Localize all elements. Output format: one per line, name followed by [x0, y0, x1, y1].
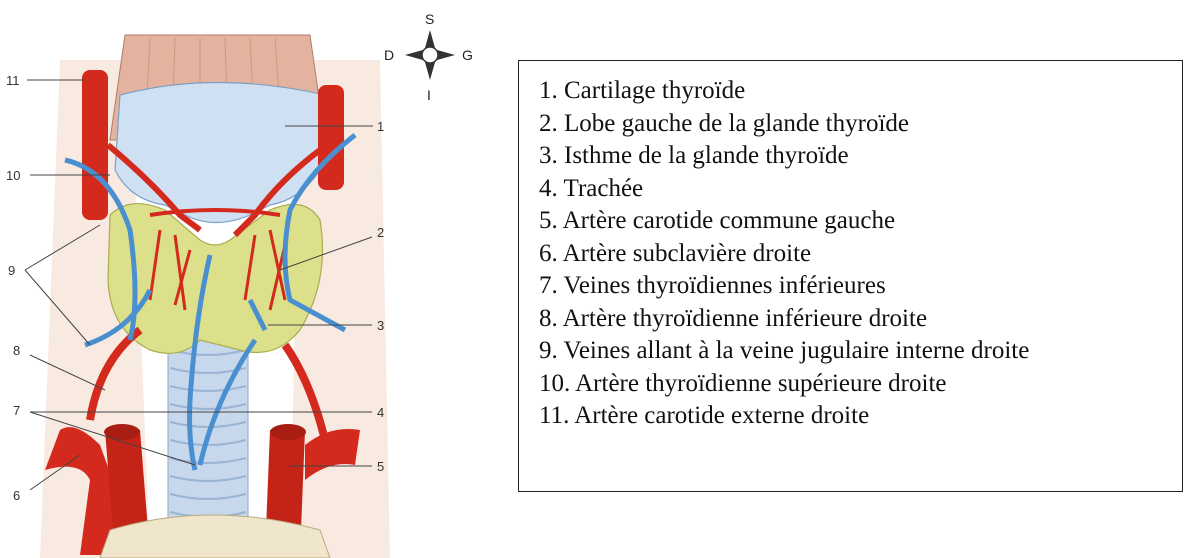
thyroid-anatomy-illustration: S I D G 11 10 9 8 7 6 1 2 3 4 5	[0, 0, 500, 558]
callout-5: 5	[377, 459, 384, 474]
legend-item: 11. Artère carotide externe droite	[539, 400, 1182, 433]
legend-list: 1. Cartilage thyroïde 2. Lobe gauche de …	[519, 61, 1182, 433]
legend-item: 9. Veines allant à la veine jugulaire in…	[539, 335, 1182, 368]
callout-11: 11	[6, 73, 20, 88]
legend-item: 8. Artère thyroïdienne inférieure droite	[539, 303, 1182, 336]
callout-6: 6	[13, 488, 20, 503]
compass-south-label: S	[425, 11, 434, 27]
compass-inferior-label: I	[427, 87, 431, 103]
legend-item: 1. Cartilage thyroïde	[539, 75, 1182, 108]
legend-item: 5. Artère carotide commune gauche	[539, 205, 1182, 238]
legend-box: 1. Cartilage thyroïde 2. Lobe gauche de …	[518, 60, 1183, 492]
callout-2: 2	[377, 225, 384, 240]
compass-right-label: D	[384, 47, 394, 63]
legend-item: 4. Trachée	[539, 173, 1182, 206]
legend-item: 10. Artère thyroïdienne supérieure droit…	[539, 368, 1182, 401]
orientation-compass: S I D G	[384, 11, 473, 103]
callout-3: 3	[377, 318, 384, 333]
legend-item: 6. Artère subclavière droite	[539, 238, 1182, 271]
compass-left-label: G	[462, 47, 473, 63]
callout-8: 8	[13, 343, 20, 358]
callout-1: 1	[377, 119, 384, 134]
left-external-carotid	[318, 85, 344, 190]
legend-item: 2. Lobe gauche de la glande thyroïde	[539, 108, 1182, 141]
legend-item: 3. Isthme de la glande thyroïde	[539, 140, 1182, 173]
callout-4: 4	[377, 405, 384, 420]
callout-10: 10	[6, 168, 20, 183]
callout-7: 7	[13, 403, 20, 418]
callout-9: 9	[8, 263, 15, 278]
legend-item: 7. Veines thyroïdiennes inférieures	[539, 270, 1182, 303]
right-external-carotid	[82, 70, 108, 220]
